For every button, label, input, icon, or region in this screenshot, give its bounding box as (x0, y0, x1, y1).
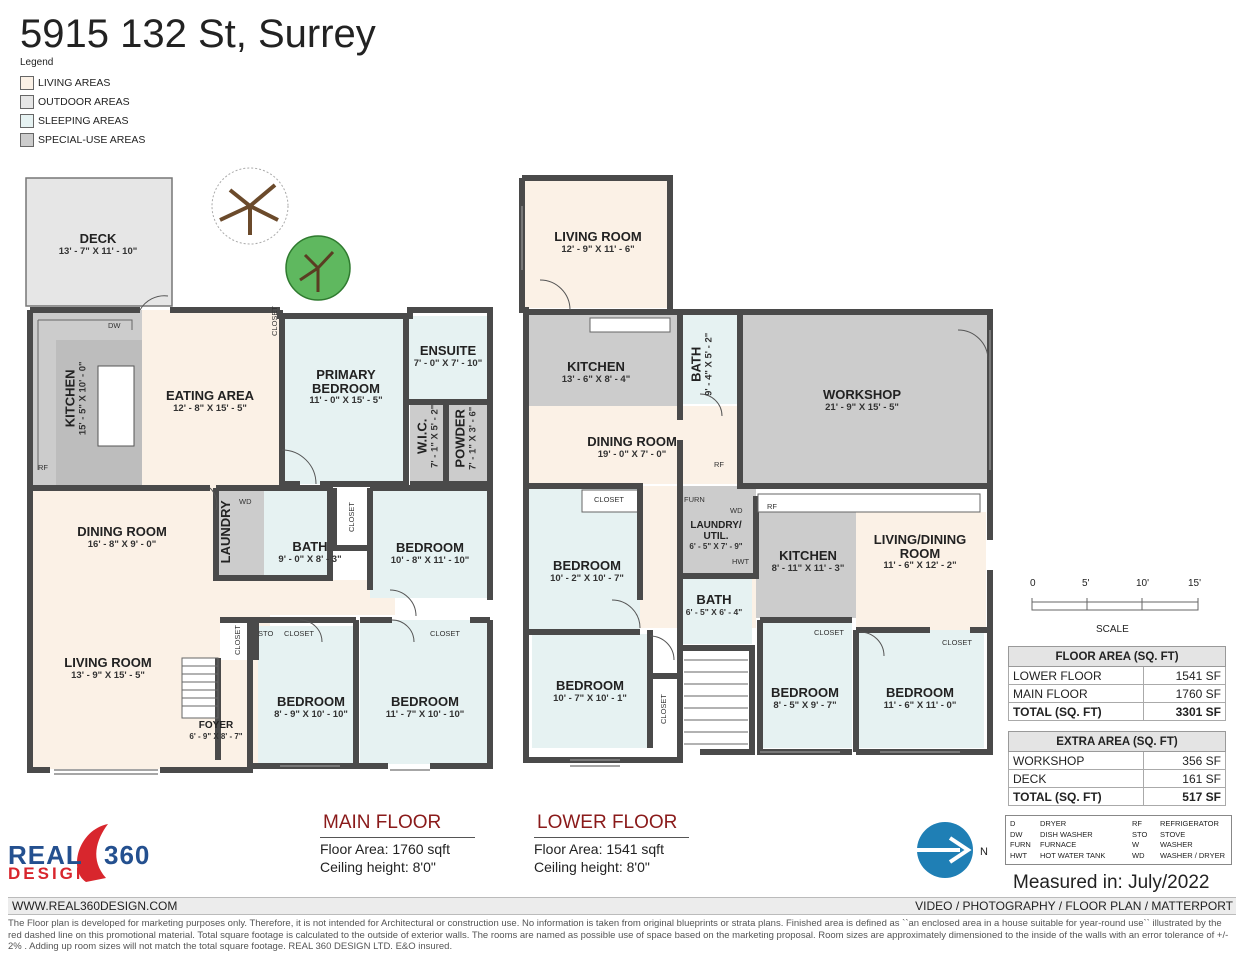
room-laundry-utility: LAUNDRY/ UTIL.6' - 5" X 7' - 9" (689, 520, 743, 551)
appliance-label-wd: WD (239, 497, 252, 506)
appliance-label-dw: DW (108, 321, 121, 330)
closet-label: CLOSET (284, 629, 315, 638)
scale-tick: 0 (1030, 578, 1036, 589)
closet-label: CLOSET (814, 628, 845, 637)
table-total-row: TOTAL (SQ. FT)517 SF (1008, 787, 1226, 806)
disclaimer-text: The Floor plan is developed for marketin… (8, 918, 1229, 953)
scale-tick: 5' (1082, 578, 1090, 589)
storage-label: STO (258, 629, 274, 638)
appliance-label-rf: RF (767, 502, 777, 511)
lower-floor-area: Floor Area: 1541 sqft (534, 840, 664, 857)
legend-title: Legend (20, 57, 54, 68)
legend-swatch (20, 95, 34, 109)
deck-area (25, 177, 173, 307)
closet-label: CLOSET (942, 638, 973, 647)
legend-swatch (20, 76, 34, 90)
closet-label: CLOSET (659, 693, 668, 724)
appliance-label-hwt: HWT (732, 557, 750, 566)
closet-label: CLOSET (270, 305, 279, 336)
table-title: FLOOR AREA (SQ. FT) (1008, 646, 1226, 667)
closet-label: CLOSET (233, 624, 242, 655)
appliance-label-wd: WD (730, 506, 743, 515)
tree-icon (211, 167, 351, 301)
closet-label: CLOSET (347, 501, 356, 532)
legend-swatch (20, 133, 34, 147)
lower-floor-plan (519, 175, 993, 767)
room-wic: W.I.C.7' - 1" X 5' - 2" (414, 404, 441, 468)
lower-floor-caption: LOWER FLOOR Floor Area: 1541 sqft Ceilin… (534, 811, 689, 876)
website-link[interactable]: WWW.REAL360DESIGN.COM (12, 899, 178, 913)
appliance-label-rf: RF (714, 460, 724, 469)
main-floor-caption: MAIN FLOOR Floor Area: 1760 sqft Ceiling… (320, 811, 475, 876)
footer-bar (8, 897, 1236, 915)
services-text: VIDEO / PHOTOGRAPHY / FLOOR PLAN / MATTE… (915, 899, 1233, 913)
closet-label: CLOSET (430, 629, 461, 638)
main-floor-ceiling: Ceiling height: 8'0" (320, 858, 436, 875)
lower-floor-heading: LOWER FLOOR (534, 811, 689, 838)
main-floor-plan (25, 167, 493, 775)
legend-item-outdoor: OUTDOOR AREAS (20, 95, 130, 109)
main-floor-area: Floor Area: 1760 sqft (320, 840, 450, 857)
compass-icon (917, 822, 973, 878)
scale-bar: 0 5' 10' 15' SCALE (1030, 578, 1202, 638)
legend-item-special: SPECIAL-USE AREAS (20, 133, 145, 147)
compass-north-label: N (980, 846, 988, 858)
table-total-row: TOTAL (SQ. FT)3301 SF (1008, 702, 1226, 721)
room-laundry: LAUNDRY (218, 500, 234, 564)
main-floor-heading: MAIN FLOOR (320, 811, 475, 838)
table-title: EXTRA AREA (SQ. FT) (1008, 731, 1226, 752)
lower-floor-ceiling: Ceiling height: 8'0" (534, 858, 650, 875)
appliance-label-furn: FURN (684, 495, 705, 504)
appliance-label-rf: RF (38, 463, 48, 472)
legend-item-living: LIVING AREAS (20, 76, 110, 90)
scale-label: SCALE (1096, 624, 1129, 635)
company-logo: REAL 360 DESIGN (8, 820, 188, 886)
scale-tick: 10' (1136, 578, 1150, 589)
legend-swatch (20, 114, 34, 128)
legend-item-sleeping: SLEEPING AREAS (20, 114, 128, 128)
closet-label: CLOSET (594, 495, 625, 504)
measured-date: Measured in: July/2022 (1013, 872, 1210, 893)
scale-tick: 15' (1188, 578, 1202, 589)
page-title: 5915 132 St, Surrey (20, 12, 376, 56)
